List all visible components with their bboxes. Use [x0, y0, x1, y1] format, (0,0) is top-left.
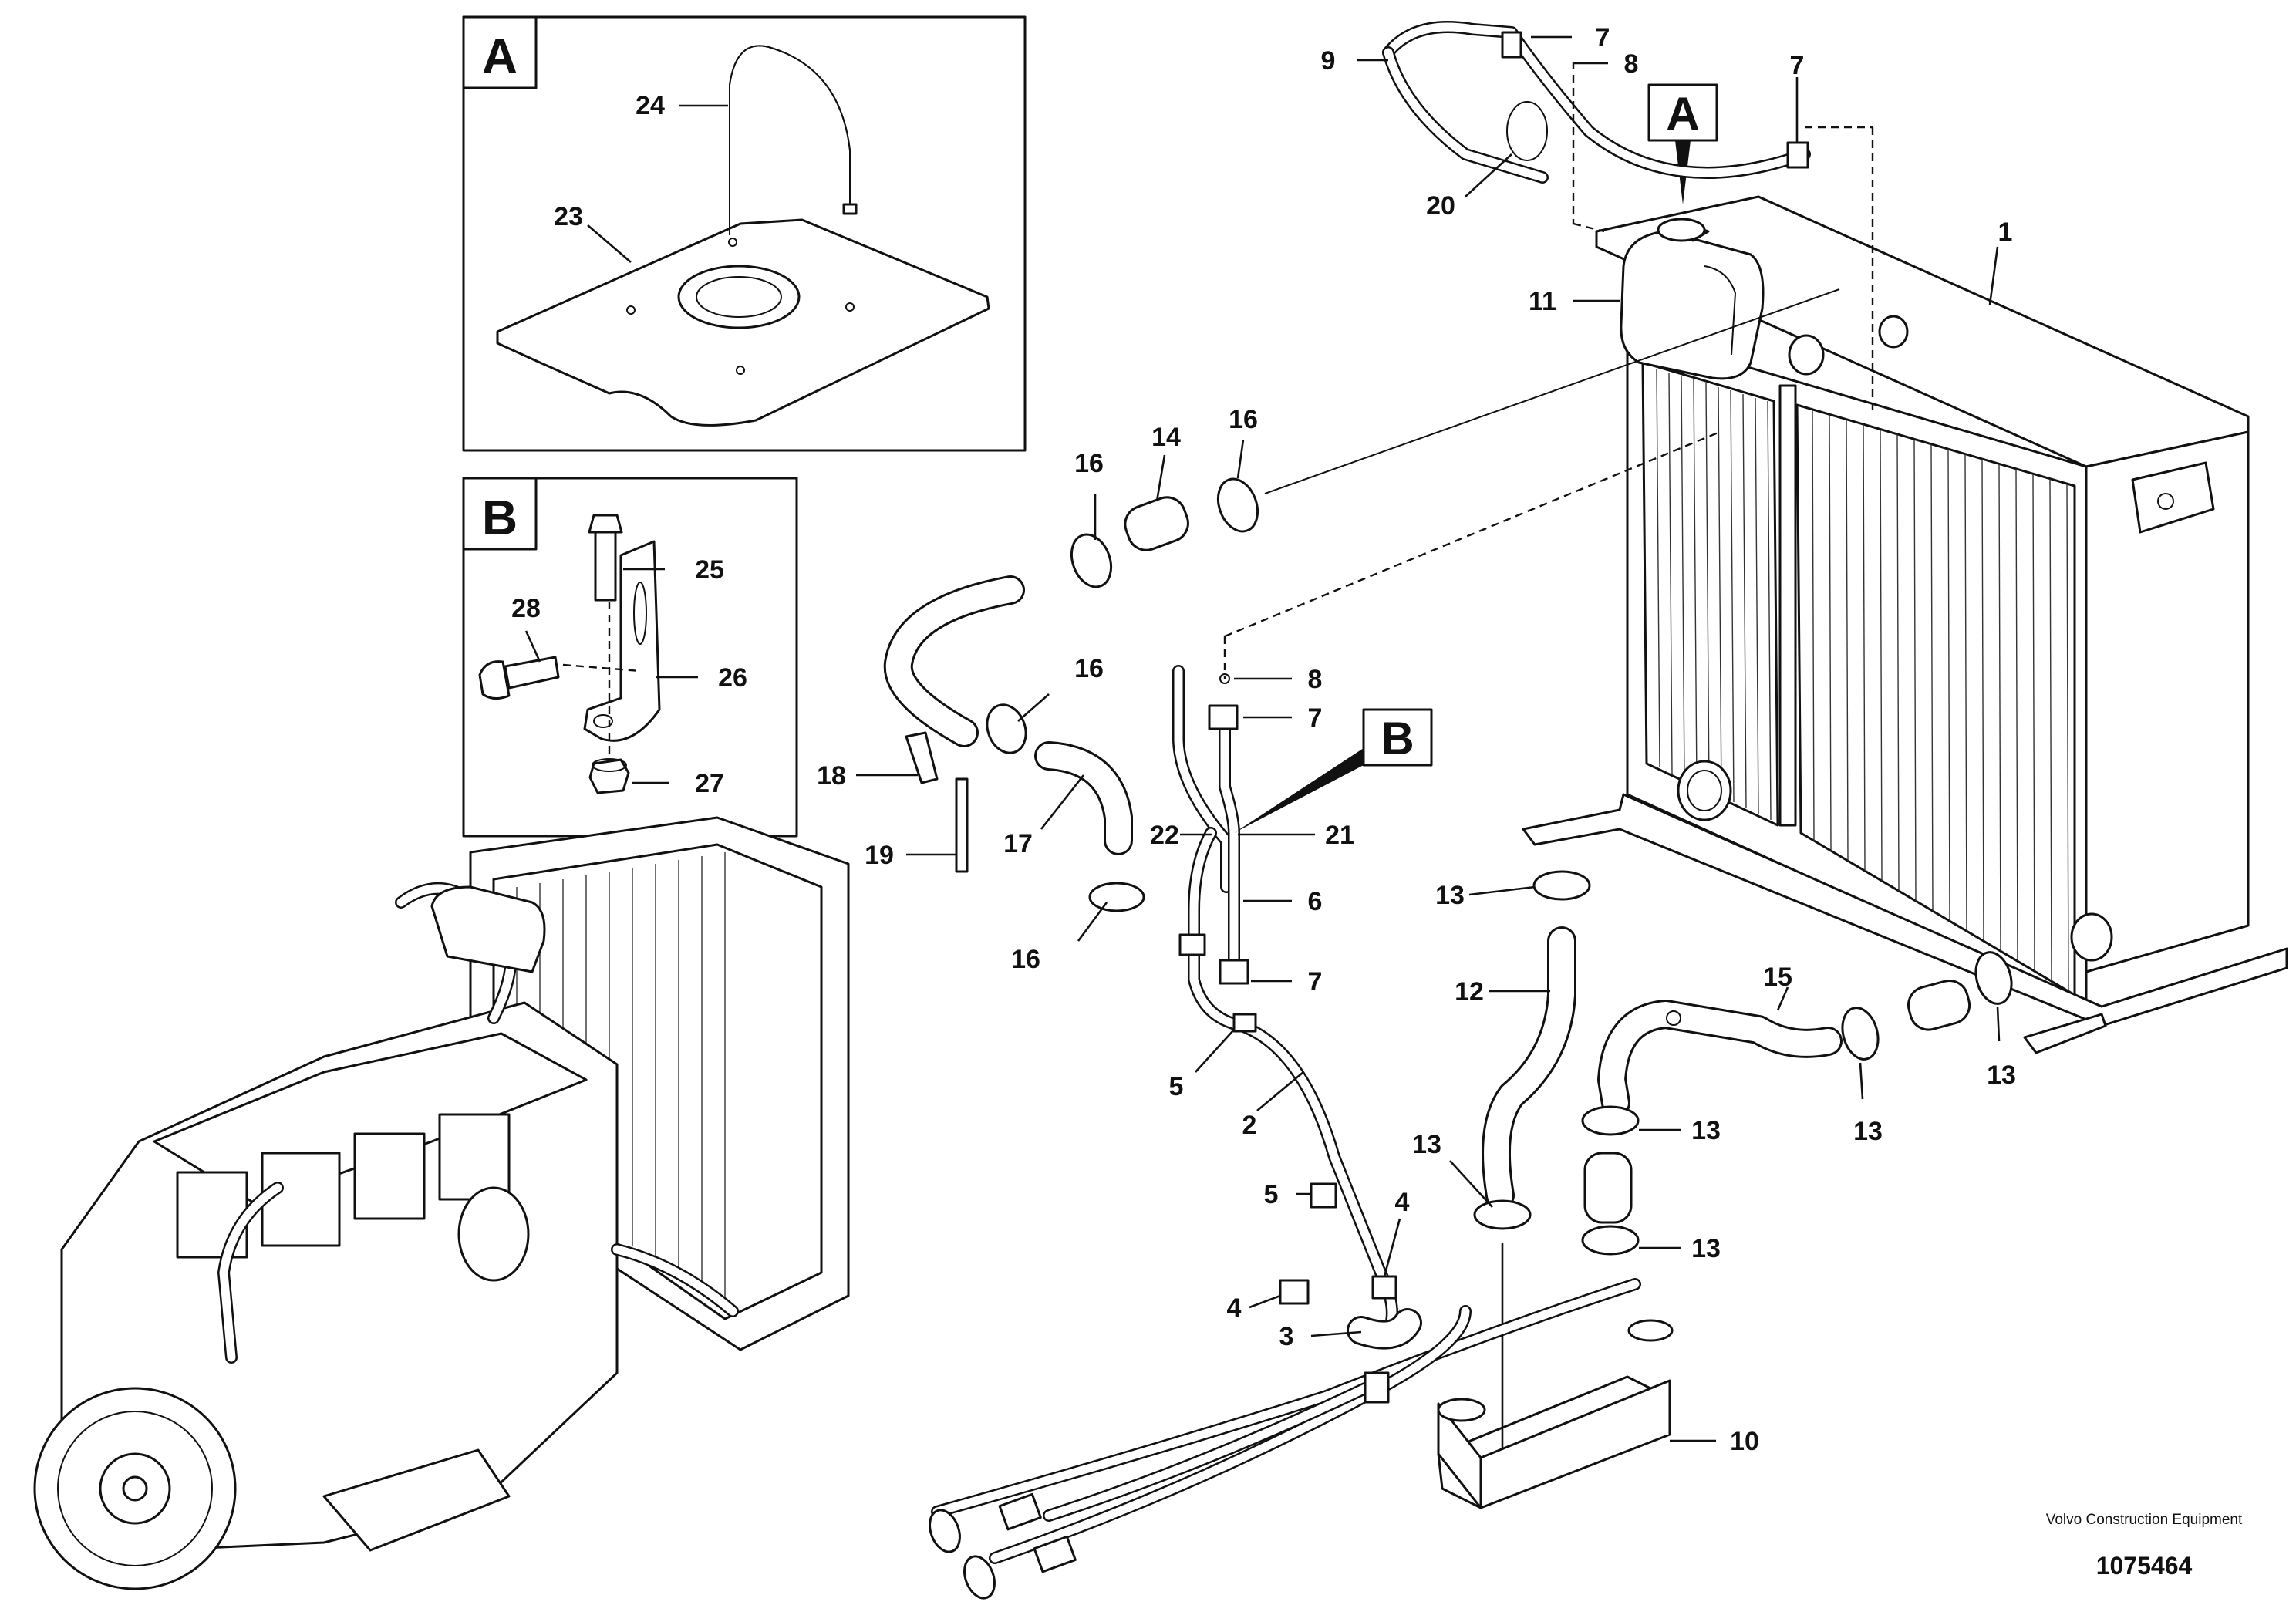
engine-assembly-illustration [33, 816, 850, 1590]
callout-9: 9 [1321, 46, 1336, 76]
inset-a: A 24 23 [462, 15, 1027, 452]
callout-8a: 8 [1624, 49, 1639, 79]
callout-5a: 5 [1169, 1072, 1184, 1101]
bolt-25-drawing [588, 514, 623, 534]
bolt-28-drawing [478, 660, 511, 700]
callout-16b: 16 [1229, 405, 1258, 434]
heater-lines: B 8 7 21 22 6 7 5 2 5 4 4 3 [1150, 430, 1721, 1351]
bracket-26-drawing [583, 540, 661, 742]
nut-27-drawing [588, 758, 630, 794]
inset-a-letter: A [482, 29, 518, 84]
callout-2: 2 [1242, 1111, 1257, 1140]
callout-19: 19 [865, 841, 894, 870]
callout-13b: 13 [1412, 1130, 1441, 1159]
brand-label: Volvo Construction Equipment [2045, 1512, 2243, 1528]
oil-cooler-group: 10 [929, 1243, 1759, 1600]
lower-hose-group: 13 12 13 13 13 15 13 13 [1412, 870, 2016, 1263]
inset-b: B 25 26 27 28 [462, 477, 798, 838]
callout-7b: 7 [1790, 51, 1805, 80]
callout-1: 1 [1998, 218, 2013, 247]
callout-27: 27 [695, 769, 724, 798]
callout-21: 21 [1325, 821, 1354, 850]
callout-16a: 16 [1074, 449, 1104, 478]
callout-13a: 13 [1435, 881, 1465, 910]
callout-13e: 13 [1853, 1117, 1883, 1146]
callout-15: 15 [1763, 963, 1792, 992]
callout-17: 17 [1003, 829, 1033, 858]
inset-b-letter: B [482, 490, 518, 545]
callout-14: 14 [1151, 423, 1181, 452]
callout-4b: 4 [1227, 1293, 1242, 1323]
document-number: 1075464 [2095, 1552, 2193, 1580]
callout-22: 22 [1150, 821, 1179, 850]
expansion-tank: 11 [1529, 218, 1765, 380]
callout-7a: 7 [1596, 23, 1610, 52]
callout-16c: 16 [1074, 654, 1104, 683]
view-marker-a: A [1647, 83, 1718, 204]
callout-13d: 13 [1691, 1234, 1721, 1263]
callout-6: 6 [1308, 887, 1323, 916]
callout-11: 11 [1529, 287, 1556, 316]
callout-18: 18 [817, 761, 846, 791]
upper-hose-group: 16 14 16 16 17 18 19 16 [817, 288, 1840, 974]
callout-3: 3 [1279, 1322, 1294, 1351]
callout-23: 23 [554, 202, 583, 231]
callout-25: 25 [695, 555, 724, 585]
callout-5b: 5 [1264, 1180, 1279, 1209]
callout-13f: 13 [1987, 1061, 2016, 1090]
vent-line: 7 8 9 20 7 [1321, 21, 1874, 416]
callout-16d: 16 [1011, 945, 1040, 974]
callout-8b: 8 [1308, 665, 1323, 694]
callout-12: 12 [1455, 977, 1484, 1007]
callout-20: 20 [1426, 191, 1455, 221]
view-marker-b-letter: B [1381, 713, 1414, 764]
callout-7c: 7 [1308, 703, 1323, 733]
callout-28: 28 [511, 594, 541, 623]
callout-13c: 13 [1691, 1116, 1721, 1145]
callout-7d: 7 [1308, 967, 1323, 996]
callout-4a: 4 [1395, 1188, 1410, 1217]
callout-24: 24 [636, 91, 665, 120]
callout-26: 26 [718, 663, 747, 693]
view-marker-a-letter: A [1666, 88, 1699, 140]
radiator-assembly: 1 [1522, 195, 2288, 1054]
callout-10: 10 [1730, 1427, 1759, 1456]
